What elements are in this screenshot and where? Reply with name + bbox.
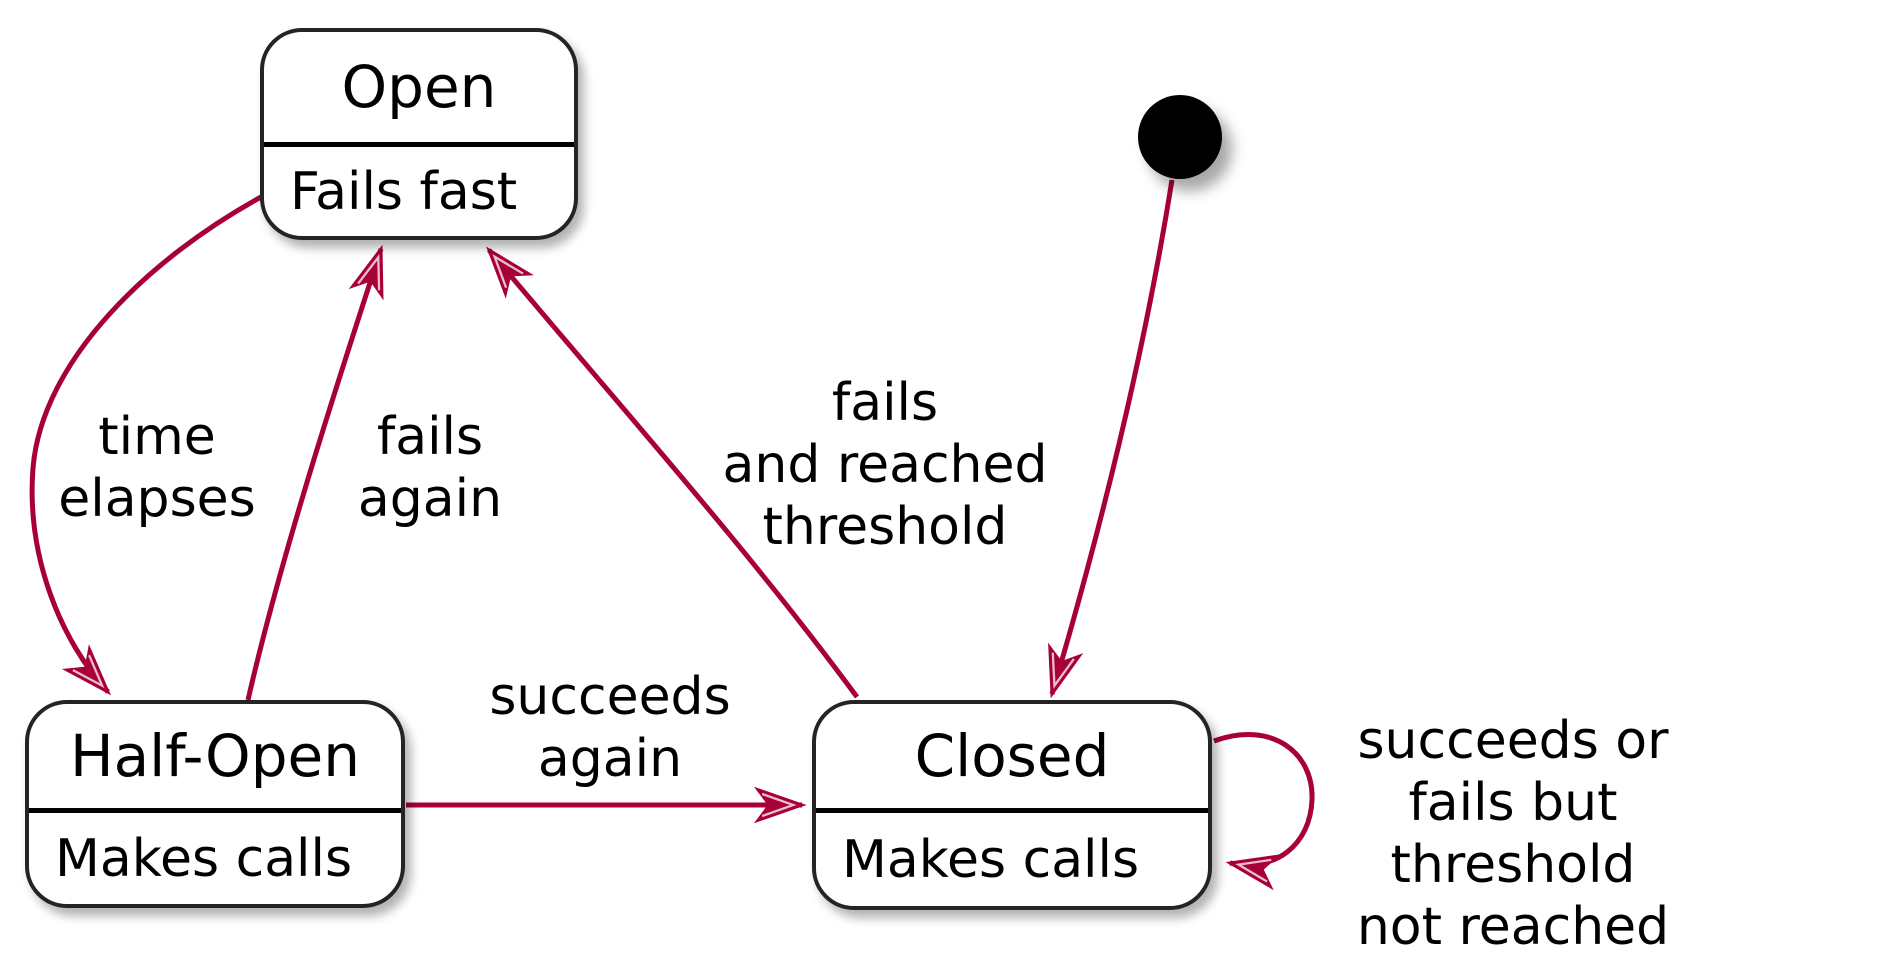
state-halfopen-description: Makes calls [55,828,353,889]
label-succeeds-or-fails-threshold-not-reached: succeeds or fails but threshold not reac… [1356,711,1670,954]
state-open-separator [264,142,574,147]
state-halfopen-title: Half-Open [70,722,360,790]
state-closed-title: Closed [914,722,1110,790]
transition-closed-self-loop [1213,732,1315,891]
label-time-elapses: time elapses [58,407,256,529]
label-fails-reached-threshold: fails and reached threshold [722,373,1048,557]
transition-initial-to-closed [1048,179,1175,699]
state-open-description: Fails fast [290,161,518,222]
transition-open-to-halfopen [29,194,263,696]
state-open-title: Open [341,53,497,121]
transition-closed-to-open [486,246,860,699]
state-open: Open Fails fast [260,28,578,240]
state-closed-description: Makes calls [842,829,1140,890]
state-closed-separator [816,808,1208,813]
initial-state-dot [1138,95,1222,179]
state-halfopen: Half-Open Makes calls [25,700,405,908]
label-fails-again: fails again [357,407,503,529]
transition-halfopen-to-open [245,244,384,701]
state-halfopen-separator [29,808,401,813]
label-succeeds-again: succeeds again [489,667,731,789]
state-closed: Closed Makes calls [812,700,1212,910]
